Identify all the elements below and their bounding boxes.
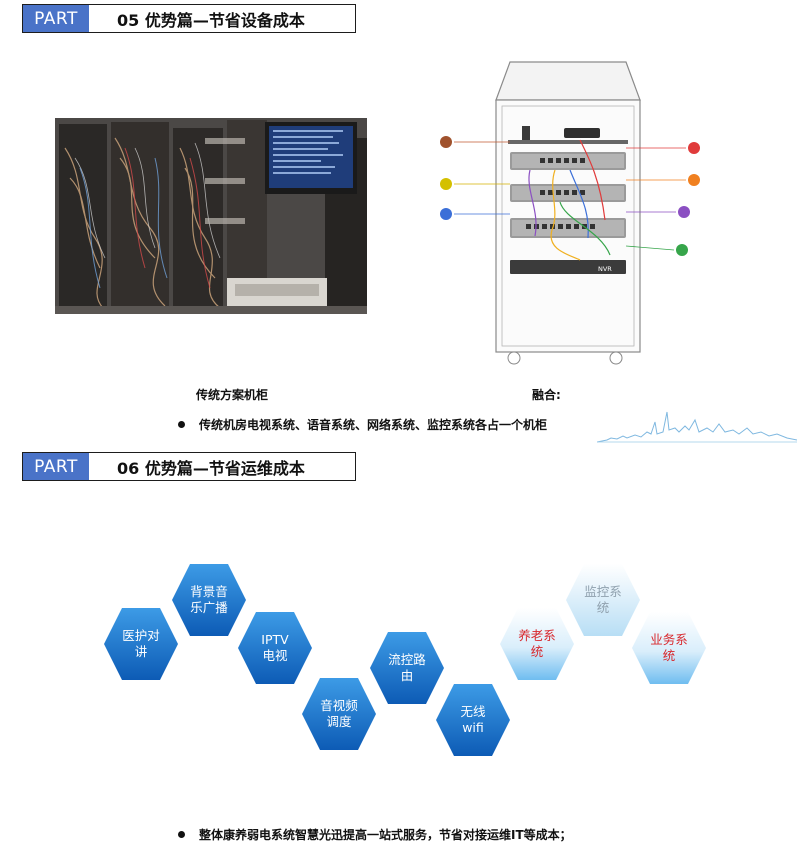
city-skyline-decoration: [597, 411, 797, 443]
hex-medical-intercom: 医护对讲: [104, 606, 178, 682]
hex-label: 音视频调度: [320, 698, 358, 729]
hex-business-system: 业务系统: [632, 610, 706, 686]
part-tag: PART: [23, 453, 89, 480]
traditional-rack-caption: 传统方案机柜: [196, 388, 269, 402]
section2-bullet: 整体康养弱电系统智慧光迅提高一站式服务，节省对接运维IT等成本；: [178, 826, 572, 843]
hex-label: 业务系统: [650, 632, 688, 663]
section2-title: 06 优势篇—节省运维成本: [117, 458, 305, 478]
nvr-label: NVR: [598, 265, 612, 273]
bullet-dot: [178, 831, 185, 838]
hex-label: 背景音乐广播: [190, 584, 228, 615]
section2-header: PART 06 优势篇—节省运维成本: [22, 452, 356, 481]
section2-bullet-text: 整体康养弱电系统智慧光迅提高一站式服务，节省对接运维IT等成本；: [199, 828, 572, 842]
hex-label: 流控路由: [388, 652, 426, 683]
integrated-rack-caption: 融合:: [532, 388, 561, 402]
section1-title: 05 优势篇—节省设备成本: [117, 10, 305, 30]
hex-label: 医护对讲: [122, 628, 160, 659]
hex-flow-control-router: 流控路由: [370, 630, 444, 706]
hex-label: 监控系统: [584, 584, 622, 615]
part-tag: PART: [23, 5, 89, 32]
section1-bullet-text: 传统机房电视系统、语音系统、网络系统、监控系统各占一个机柜: [199, 418, 548, 432]
hex-elderly-care-system: 养老系统: [500, 606, 574, 682]
traditional-server-room-photo: [55, 118, 367, 314]
hex-label: 养老系统: [518, 628, 556, 659]
hex-av-dispatch: 音视频调度: [302, 676, 376, 752]
hex-monitoring-system: 监控系统: [566, 562, 640, 638]
section1-bullet: 传统机房电视系统、语音系统、网络系统、监控系统各占一个机柜: [178, 416, 547, 433]
bullet-dot: [178, 421, 185, 428]
hex-background-music: 背景音乐广播: [172, 562, 246, 638]
section1-header: PART 05 优势篇—节省设备成本: [22, 4, 356, 33]
integrated-rack-diagram: NVR: [440, 61, 700, 365]
